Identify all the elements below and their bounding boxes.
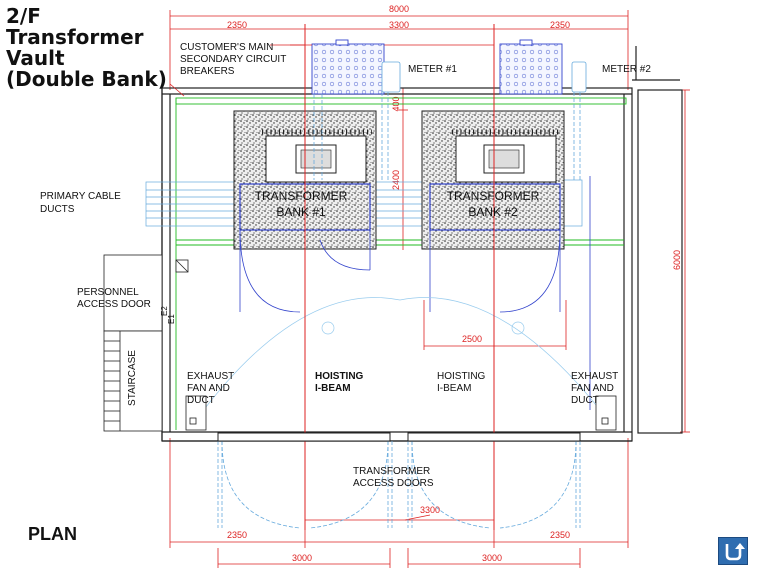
meter-boxes — [381, 61, 587, 93]
label-hoist-right-line1: HOISTING — [437, 371, 486, 382]
label-ducts-line2: DUCTS — [40, 204, 75, 215]
return-arrow-icon — [725, 543, 745, 561]
breaker-cabinet-1 — [311, 39, 385, 95]
label-bank-1-line1: TRANSFORMER — [255, 189, 348, 203]
label-doors-line1: TRANSFORMER — [353, 466, 430, 477]
door-swings — [239, 176, 591, 410]
label-breakers-line1: CUSTOMER'S MAIN — [180, 42, 273, 53]
label-meter-1: METER #1 — [408, 64, 457, 75]
dim-total-width: 8000 — [389, 4, 409, 14]
hoisting-arcs — [190, 297, 610, 426]
dim-doors-gap: 3300 — [420, 505, 440, 515]
label-bank-2-line2: BANK #2 — [468, 205, 518, 219]
label-meter-2: METER #2 — [602, 64, 651, 75]
label-ducts-line1: PRIMARY CABLE — [40, 191, 121, 202]
dim-top-left: 2350 — [227, 20, 247, 30]
annotation-labels: CUSTOMER'S MAIN SECONDARY CIRCUIT BREAKE… — [40, 42, 651, 489]
staircase — [103, 254, 189, 432]
label-bank-1-line2: BANK #1 — [276, 205, 326, 219]
access-door-openings — [217, 432, 581, 442]
diagram-title: 2/F Transformer Vault (Double Bank) — [6, 4, 167, 91]
dim-top-right: 2350 — [550, 20, 570, 30]
label-breakers-line2: SECONDARY CIRCUIT — [180, 54, 286, 65]
label-exhaust-right-line2: FAN AND — [571, 383, 614, 394]
conduits-dashed — [217, 92, 581, 529]
dim-door-right: 3000 — [482, 553, 502, 563]
label-e2: E2 — [160, 306, 169, 316]
label-exhaust-right-line3: DUCT — [571, 395, 599, 406]
dim-bottom-right: 2350 — [550, 530, 570, 540]
dim-2400: 2400 — [391, 170, 401, 190]
breaker-cabinet-2 — [499, 39, 563, 95]
label-e1: E1 — [167, 314, 176, 324]
dim-depth: 6000 — [672, 250, 682, 270]
dim-bottom-left: 2350 — [227, 530, 247, 540]
dim-door-left: 3000 — [292, 553, 312, 563]
hoisting-i-beams — [304, 24, 495, 530]
return-button[interactable] — [718, 537, 748, 565]
dim-bank-gap: 2500 — [462, 334, 482, 344]
label-exhaust-left-line1: EXHAUST — [187, 371, 234, 382]
label-staircase: STAIRCASE — [127, 350, 138, 406]
label-doors-line2: ACCESS DOORS — [353, 478, 434, 489]
transformer-bank-2 — [421, 110, 565, 250]
label-bank-2-line1: TRANSFORMER — [447, 189, 540, 203]
plan-label: PLAN — [28, 524, 77, 544]
label-exhaust-left-line3: DUCT — [187, 395, 215, 406]
label-exhaust-left-line2: FAN AND — [187, 383, 230, 394]
label-access-door-line2: ACCESS DOOR — [77, 299, 151, 310]
label-access-door-line1: PERSONNEL — [77, 287, 139, 298]
label-exhaust-right-line1: EXHAUST — [571, 371, 618, 382]
label-hoist-left-line1: HOISTING — [315, 371, 364, 382]
label-hoist-right-line2: I-BEAM — [437, 383, 471, 394]
leader-lines — [169, 44, 312, 97]
label-breakers-line3: BREAKERS — [180, 66, 235, 77]
label-hoist-left-line2: I-BEAM — [315, 383, 351, 394]
exhaust-fans — [185, 395, 617, 431]
dim-top-mid: 3300 — [389, 20, 409, 30]
